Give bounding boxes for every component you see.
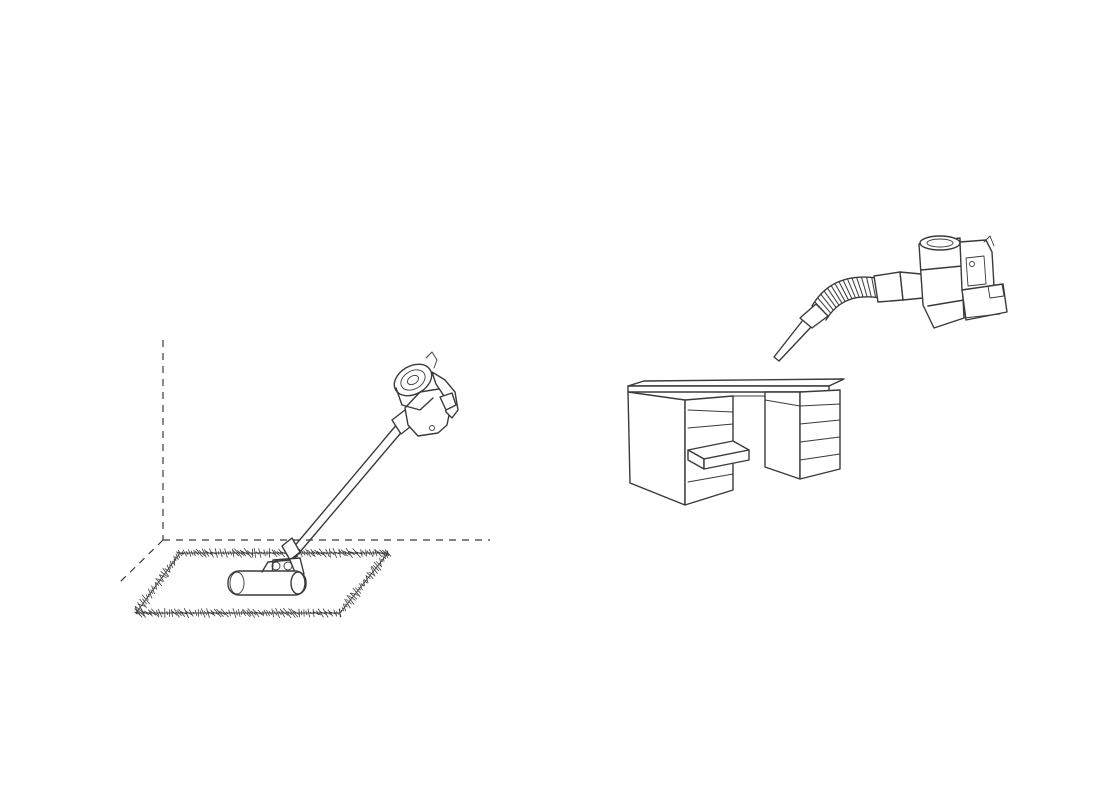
crevice-tool [773, 303, 829, 362]
side-floor-line [119, 539, 164, 583]
office-desk [627, 378, 845, 506]
room-corner-lines [119, 340, 490, 583]
vacuum-motor-body [393, 351, 459, 437]
rug [134, 547, 392, 619]
flexible-hose [811, 276, 881, 321]
stick-vacuum [227, 351, 459, 596]
floor-cleaning-scene [119, 340, 490, 619]
rug-fringe [134, 547, 392, 619]
hose-ribs [814, 276, 877, 317]
handheld-vacuum [773, 235, 1008, 362]
desk-top [627, 378, 845, 387]
floor-brush-head [227, 557, 307, 596]
furniture-cleaning-scene [627, 235, 1008, 506]
handheld-motor-body [918, 235, 1008, 329]
